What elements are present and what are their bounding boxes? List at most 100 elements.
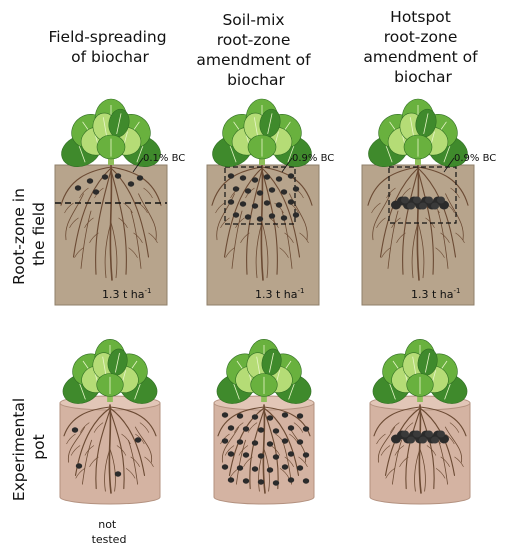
bc-label-leader-1	[132, 157, 144, 173]
root-strand	[60, 166, 112, 206]
lettuce-vein	[267, 113, 273, 135]
biochar-particle	[272, 454, 280, 460]
rootlet	[454, 456, 464, 468]
root-strand	[63, 406, 111, 437]
lettuce-vein	[256, 356, 261, 377]
biochar-particle	[221, 438, 229, 444]
rootlet	[79, 187, 89, 199]
biochar-field-2	[227, 173, 300, 222]
biochar-particle	[86, 178, 94, 184]
biochar-particle	[239, 175, 247, 181]
biochar-particle	[419, 202, 427, 210]
lettuce-vein	[253, 117, 259, 139]
root-strand	[437, 210, 449, 269]
biochar-particle	[236, 413, 244, 419]
rootlet	[235, 217, 245, 229]
rootlet	[284, 232, 294, 243]
biochar-particle	[257, 427, 265, 433]
rootlet	[84, 445, 95, 456]
biochar-particle	[287, 477, 295, 483]
biochar-particle	[127, 181, 135, 187]
rate-label-3: 1.3 t ha-1	[411, 287, 461, 301]
root-strand	[67, 426, 86, 463]
biochar-particle	[71, 427, 79, 433]
rootlet	[121, 433, 131, 445]
rootlet	[148, 232, 158, 243]
biochar-particle	[232, 186, 240, 192]
root-strand	[134, 426, 153, 463]
bc-label-field-3: 0.9% BC	[454, 153, 496, 164]
rootlet	[391, 217, 401, 229]
hotspot-zone-outline	[388, 166, 457, 224]
lettuce-vein	[423, 113, 429, 135]
root-strand	[217, 406, 265, 437]
biochar-pot-2	[221, 412, 310, 486]
biochar-particle	[407, 436, 415, 444]
biochar-particle	[287, 425, 295, 431]
biochar-particle	[134, 437, 142, 443]
biochar-particle	[425, 430, 433, 438]
rootlet	[435, 247, 445, 258]
rootlet	[74, 247, 84, 258]
biochar-particle	[292, 212, 300, 218]
rootlet	[440, 232, 450, 243]
root-strand	[110, 167, 150, 258]
soil-mix-zone-outline	[224, 166, 296, 225]
biochar-particle	[114, 471, 122, 477]
rootlet	[385, 468, 395, 479]
rootlet	[445, 433, 455, 445]
lettuce-stem	[417, 394, 423, 402]
lettuce-stem	[415, 157, 421, 165]
pot-note-not-tested: not tested	[92, 518, 127, 546]
lettuce-icon-field-2	[212, 98, 312, 167]
biochar-particle	[268, 213, 276, 219]
root-strand	[258, 448, 265, 492]
biochar-particle	[425, 196, 433, 204]
rootlet	[380, 445, 391, 456]
rootlet	[269, 217, 279, 229]
root-strand	[95, 409, 111, 490]
root-strand	[216, 193, 235, 241]
biochar-particle	[256, 190, 264, 196]
root-strand	[109, 407, 146, 476]
biochar-particle	[431, 436, 439, 444]
biochar-particle	[281, 412, 289, 418]
bc-label-field-2: 0.9% BC	[292, 153, 334, 164]
rootlet	[240, 232, 250, 243]
biochar-particle	[227, 477, 235, 483]
rate-label-1: 1.3 t ha-1	[102, 287, 152, 301]
root-strand	[419, 406, 467, 437]
root-strand	[263, 409, 279, 490]
root-strand	[263, 407, 300, 476]
rootlet	[69, 217, 79, 229]
lettuce-icon-pot-1	[62, 338, 158, 404]
root-strand	[445, 193, 464, 241]
rootlet	[279, 247, 289, 258]
lettuce-vein	[102, 117, 108, 139]
root-strand	[109, 406, 157, 437]
root-strand	[417, 166, 469, 206]
roots-field-1	[60, 164, 162, 281]
rootlet	[70, 445, 81, 456]
rootlet	[224, 445, 235, 456]
biochar-particle	[296, 465, 304, 471]
biochar-particle	[280, 189, 288, 195]
root-strand	[138, 193, 157, 241]
biochar-particle	[275, 202, 283, 208]
biochar-particle	[92, 189, 100, 195]
biochar-particle	[227, 425, 235, 431]
lettuce-icon-field-3	[368, 98, 468, 167]
biochar-particle	[302, 478, 310, 484]
rootlet	[143, 187, 153, 199]
biochar-particle	[227, 451, 235, 457]
root-strand	[405, 409, 421, 490]
root-strand	[438, 439, 448, 485]
rootlet	[75, 468, 85, 479]
rootlet	[440, 456, 450, 468]
biochar-particle	[244, 188, 252, 194]
rootlet	[84, 217, 94, 229]
root-strand	[110, 222, 118, 279]
root-strand	[392, 439, 402, 485]
root-strand	[402, 169, 419, 275]
